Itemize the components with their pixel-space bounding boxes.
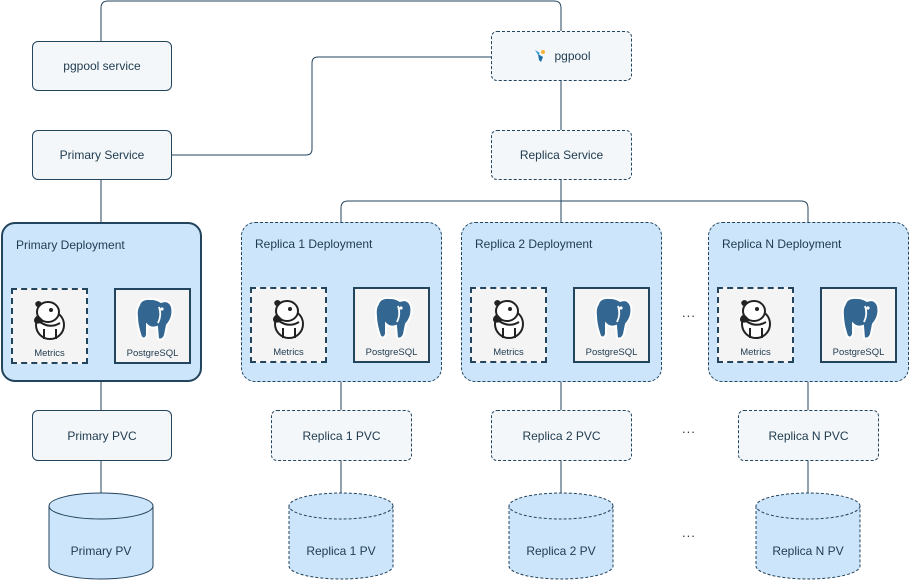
replicaN-pvc-node: Replica N PVC — [738, 410, 879, 461]
prometheus-metrics-icon — [33, 301, 65, 340]
postgresql-elephant-icon — [841, 296, 879, 340]
prometheus-metrics-icon — [272, 300, 304, 339]
pvc-ellipsis: ... — [682, 421, 696, 436]
replicaN-pvc-label: Replica N PVC — [768, 428, 849, 443]
metrics-container: Metrics — [717, 287, 794, 363]
metrics-label: Metrics — [273, 347, 304, 358]
replica1-deployment-title: Replica 1 Deployment — [255, 237, 373, 251]
replica1-pv-cylinder: Replica 1 PV — [288, 492, 394, 580]
primary-deployment-title: Primary Deployment — [16, 238, 125, 252]
pv-ellipsis: ... — [682, 525, 696, 540]
metrics-label: Metrics — [34, 348, 65, 359]
replica2-deployment: Replica 2 Deployment Metrics PostgreSQL — [461, 222, 662, 382]
postgresql-label: PostgreSQL — [365, 347, 418, 358]
primary-deployment: Primary Deployment Metrics PostgreSQL — [1, 222, 202, 382]
replicaN-pv-cylinder: Replica N PV — [755, 492, 861, 580]
pgpool-node: pgpool — [491, 31, 632, 81]
metrics-container: Metrics — [11, 288, 88, 364]
deployment-ellipsis: ... — [682, 305, 696, 320]
postgresql-label: PostgreSQL — [585, 347, 638, 358]
replica-service-label: Replica Service — [519, 148, 604, 162]
primary-pv-cylinder: Primary PV — [48, 492, 154, 580]
primary-service-node: Primary Service — [32, 130, 172, 180]
postgresql-container: PostgreSQL — [114, 288, 191, 364]
pgpool-icon — [535, 50, 546, 62]
postgresql-container: PostgreSQL — [353, 287, 430, 363]
primary-service-label: Primary Service — [59, 148, 145, 162]
postgresql-label: PostgreSQL — [126, 348, 179, 359]
postgresql-container: PostgreSQL — [820, 287, 897, 363]
replicaN-pv-label: Replica N PV — [772, 544, 844, 558]
prometheus-metrics-icon — [492, 300, 524, 339]
replica2-pvc-node: Replica 2 PVC — [491, 410, 632, 461]
replicaN-deployment: Replica N Deployment Metrics PostgreSQL — [708, 222, 909, 382]
replica1-deployment: Replica 1 Deployment Metrics PostgreSQL — [241, 222, 442, 382]
prometheus-metrics-icon — [739, 300, 771, 339]
replica-service-node: Replica Service — [491, 130, 632, 180]
primary-pv-label: Primary PV — [70, 544, 132, 558]
replica1-pvc-node: Replica 1 PVC — [271, 410, 412, 461]
metrics-label: Metrics — [493, 347, 524, 358]
replica2-pv-label: Replica 2 PV — [526, 544, 596, 558]
postgresql-elephant-icon — [374, 296, 412, 340]
replicaN-deployment-title: Replica N Deployment — [722, 237, 842, 251]
metrics-label: Metrics — [740, 347, 771, 358]
pgpool-service-label: pgpool service — [63, 59, 141, 73]
pgpool-label: pgpool — [554, 49, 591, 63]
replica2-pv-cylinder: Replica 2 PV — [508, 492, 614, 580]
metrics-container: Metrics — [250, 287, 327, 363]
replica2-pvc-label: Replica 2 PVC — [522, 428, 601, 443]
primary-pvc-node: Primary PVC — [32, 410, 172, 461]
primary-pvc-label: Primary PVC — [67, 428, 137, 443]
postgresql-container: PostgreSQL — [573, 287, 650, 363]
postgresql-label: PostgreSQL — [832, 347, 885, 358]
pgpool-service-node: pgpool service — [32, 41, 172, 91]
replica1-pv-label: Replica 1 PV — [306, 544, 376, 558]
postgresql-elephant-icon — [594, 296, 632, 340]
metrics-container: Metrics — [470, 287, 547, 363]
postgresql-elephant-icon — [135, 297, 173, 341]
replica1-pvc-label: Replica 1 PVC — [302, 428, 381, 443]
replica2-deployment-title: Replica 2 Deployment — [475, 237, 593, 251]
